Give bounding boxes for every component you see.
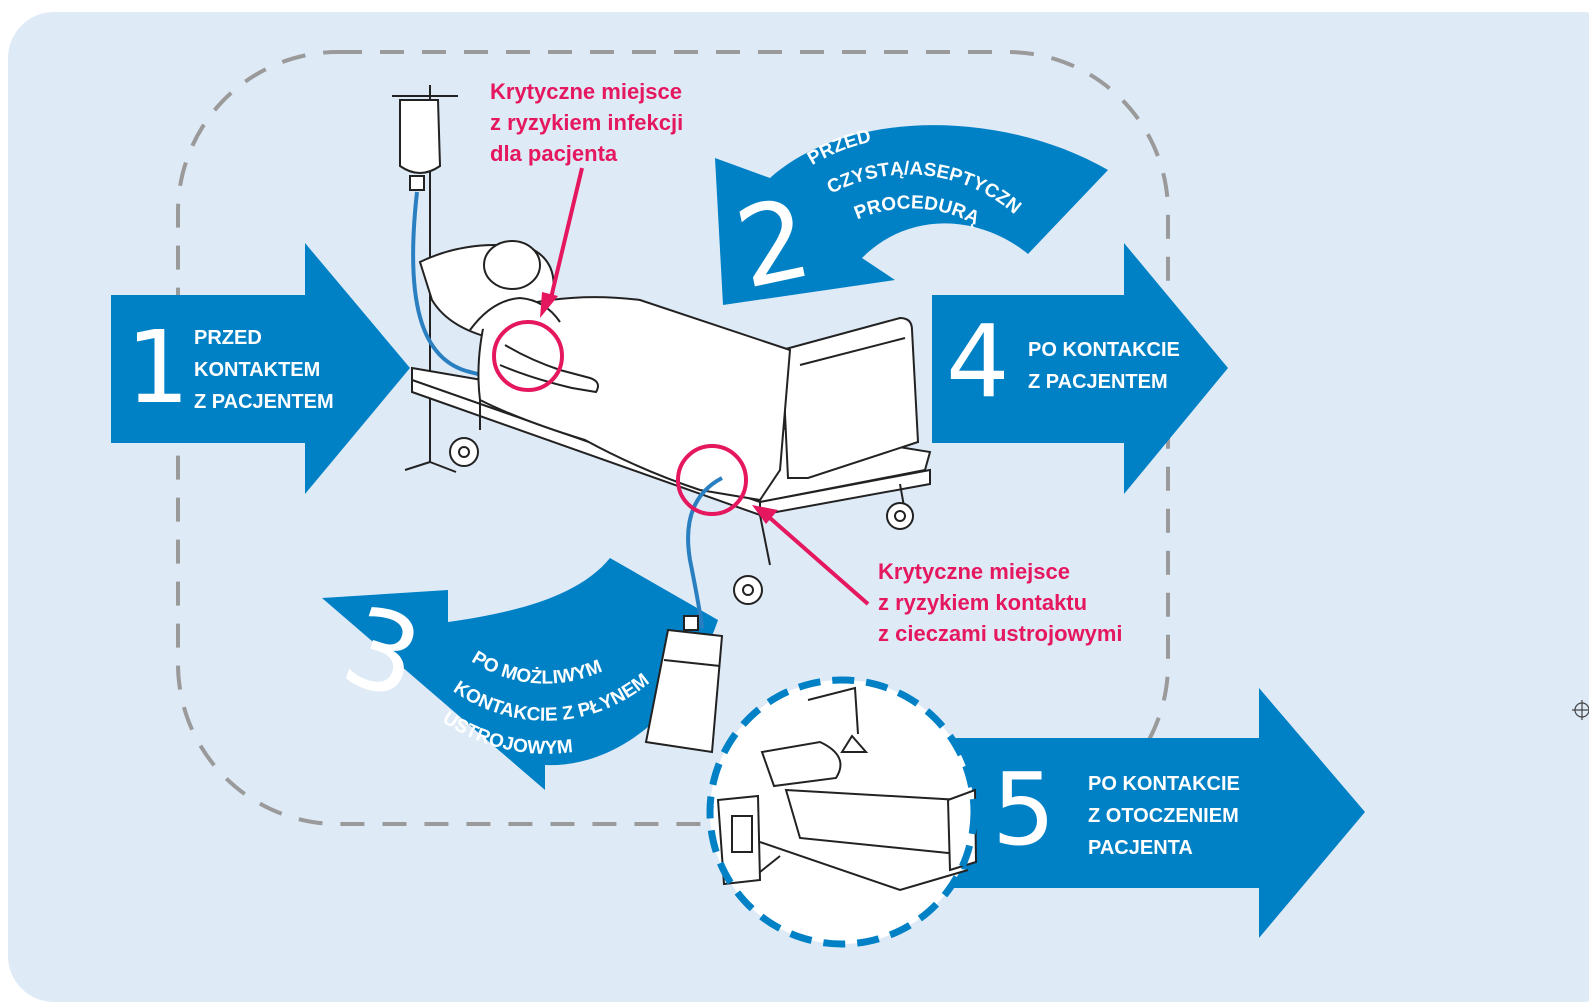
registration-mark bbox=[1572, 700, 1589, 720]
moment-5-number: 5 bbox=[992, 751, 1056, 868]
moment-4-arrow bbox=[932, 243, 1228, 494]
moment-5-label: PO KONTAKCIE Z OTOCZENIEM PACJENTA bbox=[1088, 773, 1240, 859]
moment-1-label: PRZED KONTAKTEM Z PACJENTEM bbox=[194, 327, 334, 413]
moment-2-arrow bbox=[715, 125, 1108, 305]
critical-note-infection: Krytyczne miejsce z ryzykiem infekcji dl… bbox=[490, 79, 684, 166]
moment-1-number: 1 bbox=[126, 309, 190, 426]
hospital-bed bbox=[411, 240, 932, 605]
drainage-bag bbox=[644, 615, 724, 754]
moment-1-arrow bbox=[111, 243, 410, 494]
patient-environment-dashed-ring bbox=[706, 676, 978, 948]
patient-environment-illustration bbox=[716, 686, 978, 892]
drain-tube bbox=[686, 476, 723, 629]
moment-5-arrow bbox=[878, 688, 1365, 938]
critical-circle-iv-site bbox=[492, 320, 564, 392]
moment-4-number: 4 bbox=[946, 303, 1010, 420]
critical-pointers bbox=[540, 167, 870, 606]
critical-circle-catheter bbox=[676, 444, 748, 516]
critical-note-body-fluids: Krytyczne miejsce z ryzykiem kontaktu z … bbox=[878, 559, 1123, 646]
moment-3-arrow bbox=[322, 558, 718, 790]
moment-4-label: PO KONTAKCIE Z PACJENTEM bbox=[1028, 339, 1180, 393]
iv-drip-stand bbox=[392, 85, 458, 473]
